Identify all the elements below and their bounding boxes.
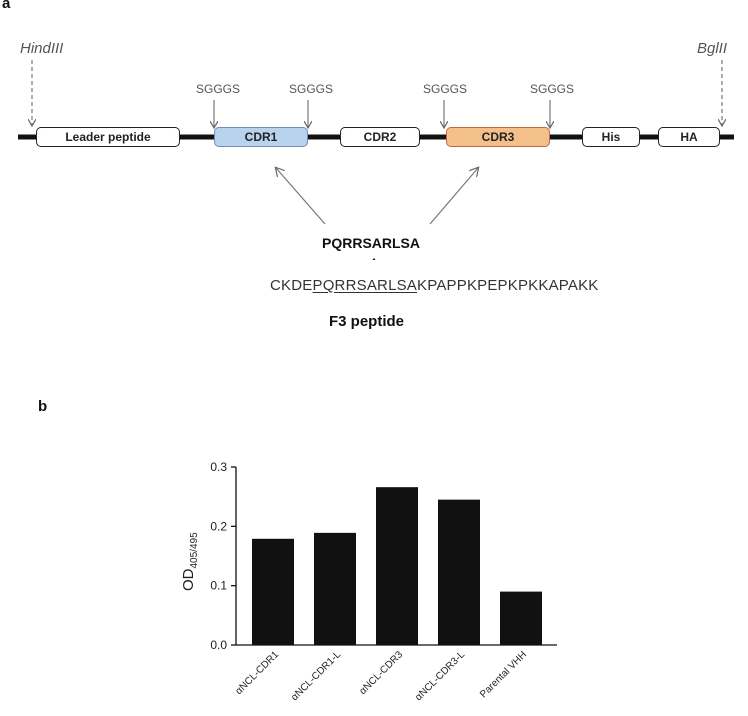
y-tick-label: 0.0 [210, 638, 227, 652]
linker-label-3: SGGGS [423, 82, 468, 96]
y-tick-label: 0.3 [210, 460, 227, 474]
peptide-name-label: F3 peptide [329, 313, 405, 330]
bar [500, 591, 542, 645]
y-tick-label: 0.1 [210, 579, 227, 593]
insert-arrow-cdr3 [429, 168, 478, 225]
segment-leader-peptide: Leader peptide [36, 127, 180, 147]
sequence-underlined: PQRRSARLSA [312, 277, 418, 294]
segment-cdr1: CDR1 [214, 127, 308, 147]
insert-peptide-label: PQRRSARLSA [322, 235, 421, 251]
f3-sequence: CKDEPQRRSARLSAKPAPPKPEPKPKKAPAKK [270, 277, 599, 294]
segment-his: His [582, 127, 640, 147]
hindiii-label: HindIII [20, 40, 64, 57]
linker-label-2: SGGGS [289, 82, 334, 96]
bar [314, 532, 356, 645]
panel-label-b: b [38, 398, 48, 415]
segment-cdr3: CDR3 [446, 127, 550, 147]
up-arrow-icon [372, 258, 376, 260]
bar [252, 538, 294, 645]
panel-label-a: a [2, 0, 11, 12]
bar [438, 499, 480, 645]
segment-ha: HA [658, 127, 720, 147]
linker-label-1: SGGGS [196, 82, 241, 96]
x-category-label: αNCL-CDR3-L [413, 649, 467, 703]
x-category-label: αNCL-CDR1-L [289, 649, 343, 703]
x-category-label: αNCL-CDR1 [234, 649, 282, 697]
bar [376, 487, 418, 645]
insert-arrow-cdr1 [276, 168, 326, 225]
x-category-label: Parental VHH [478, 649, 529, 700]
y-tick-label: 0.2 [210, 519, 227, 533]
y-axis-label: OD405/495 [180, 532, 200, 591]
chart-bars [252, 487, 542, 645]
sequence-suffix: KPAPPKPEPKPKKAPAKK [417, 277, 599, 294]
sequence-prefix: CKDE [270, 277, 313, 294]
segment-cdr2: CDR2 [340, 127, 420, 147]
bglii-label: BglII [697, 40, 728, 57]
x-category-label: αNCL-CDR3 [358, 649, 406, 697]
linker-label-4: SGGGS [530, 82, 575, 96]
